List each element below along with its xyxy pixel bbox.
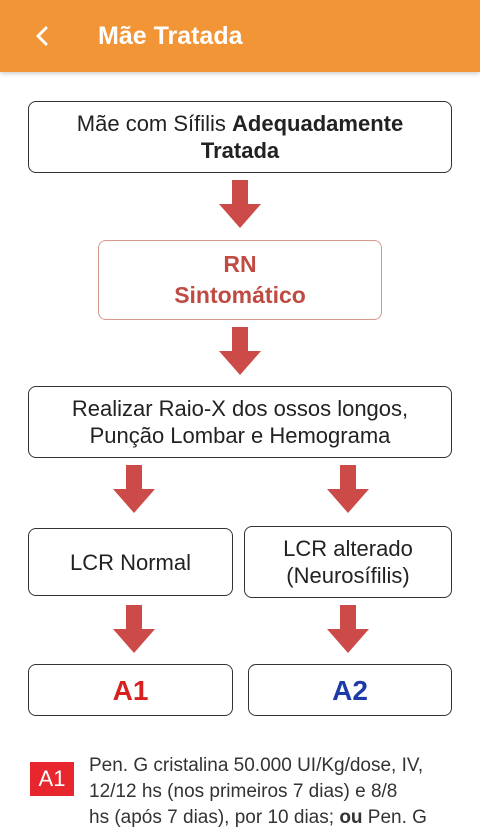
arrow-down-icon (327, 605, 369, 653)
mother-text: Mãe com Sífilis (76, 111, 233, 136)
arrow-down-icon (113, 465, 155, 513)
lcr-altered-box: LCR alterado (Neurosífilis) (244, 526, 452, 598)
a1-note-line-2: 12/12 hs (nos primeiros 7 dias) e 8/8 (89, 781, 398, 802)
lcr-altered-line-1: LCR alterado (283, 536, 413, 561)
a2-result-box[interactable]: A2 (248, 664, 452, 716)
a1-label: A1 (112, 674, 149, 706)
a1-note-line-3-tail: Pen. G (362, 807, 427, 828)
a1-note-line-1: Pen. G cristalina 50.000 UI/Kg/dose, IV, (89, 755, 424, 776)
exams-line-1: Realizar Raio-X dos ossos longos, (71, 396, 409, 421)
a1-result-box[interactable]: A1 (28, 664, 233, 716)
a1-note-text: Pen. G cristalina 50.000 UI/Kg/dose, IV,… (89, 753, 451, 831)
newborn-symptomatic-box: RN Sintomático (98, 240, 382, 320)
mother-line-1: Mãe com Sífilis Adequadamente (77, 110, 403, 137)
arrow-down-icon (219, 180, 261, 228)
page-title: Mãe Tratada (98, 22, 243, 50)
mother-text-bold-2: Tratada (200, 138, 280, 163)
chevron-left-icon (36, 26, 48, 46)
a1-note-line-3-bold: ou (339, 807, 363, 828)
mother-line-2: Tratada (201, 137, 279, 164)
a2-label: A2 (332, 674, 368, 706)
app-bar: Mãe Tratada (0, 0, 480, 72)
mother-treated-box: Mãe com Sífilis Adequadamente Tratada (28, 101, 452, 173)
arrow-down-icon (219, 327, 261, 375)
lcr-altered-line-2: (Neurosífilis) (286, 563, 410, 588)
a1-note-line-3-plain: hs (após 7 dias), por 10 dias; (89, 807, 340, 828)
a1-note-line-3: hs (após 7 dias), por 10 dias; ou Pen. G (89, 805, 451, 831)
newborn-line-2: Sintomático (174, 282, 306, 308)
back-button[interactable] (26, 18, 62, 54)
newborn-line-1: RN (223, 251, 257, 277)
a1-note-badge: A1 (30, 762, 74, 796)
arrow-down-icon (113, 605, 155, 653)
exams-line-2: Punção Lombar e Hemograma (89, 423, 391, 448)
lcr-normal-box: LCR Normal (28, 528, 233, 596)
lcr-normal-label: LCR Normal (69, 549, 192, 575)
mother-text-bold-1: Adequadamente (232, 111, 404, 136)
exams-box: Realizar Raio-X dos ossos longos, Punção… (28, 386, 452, 458)
arrow-down-icon (327, 465, 369, 513)
